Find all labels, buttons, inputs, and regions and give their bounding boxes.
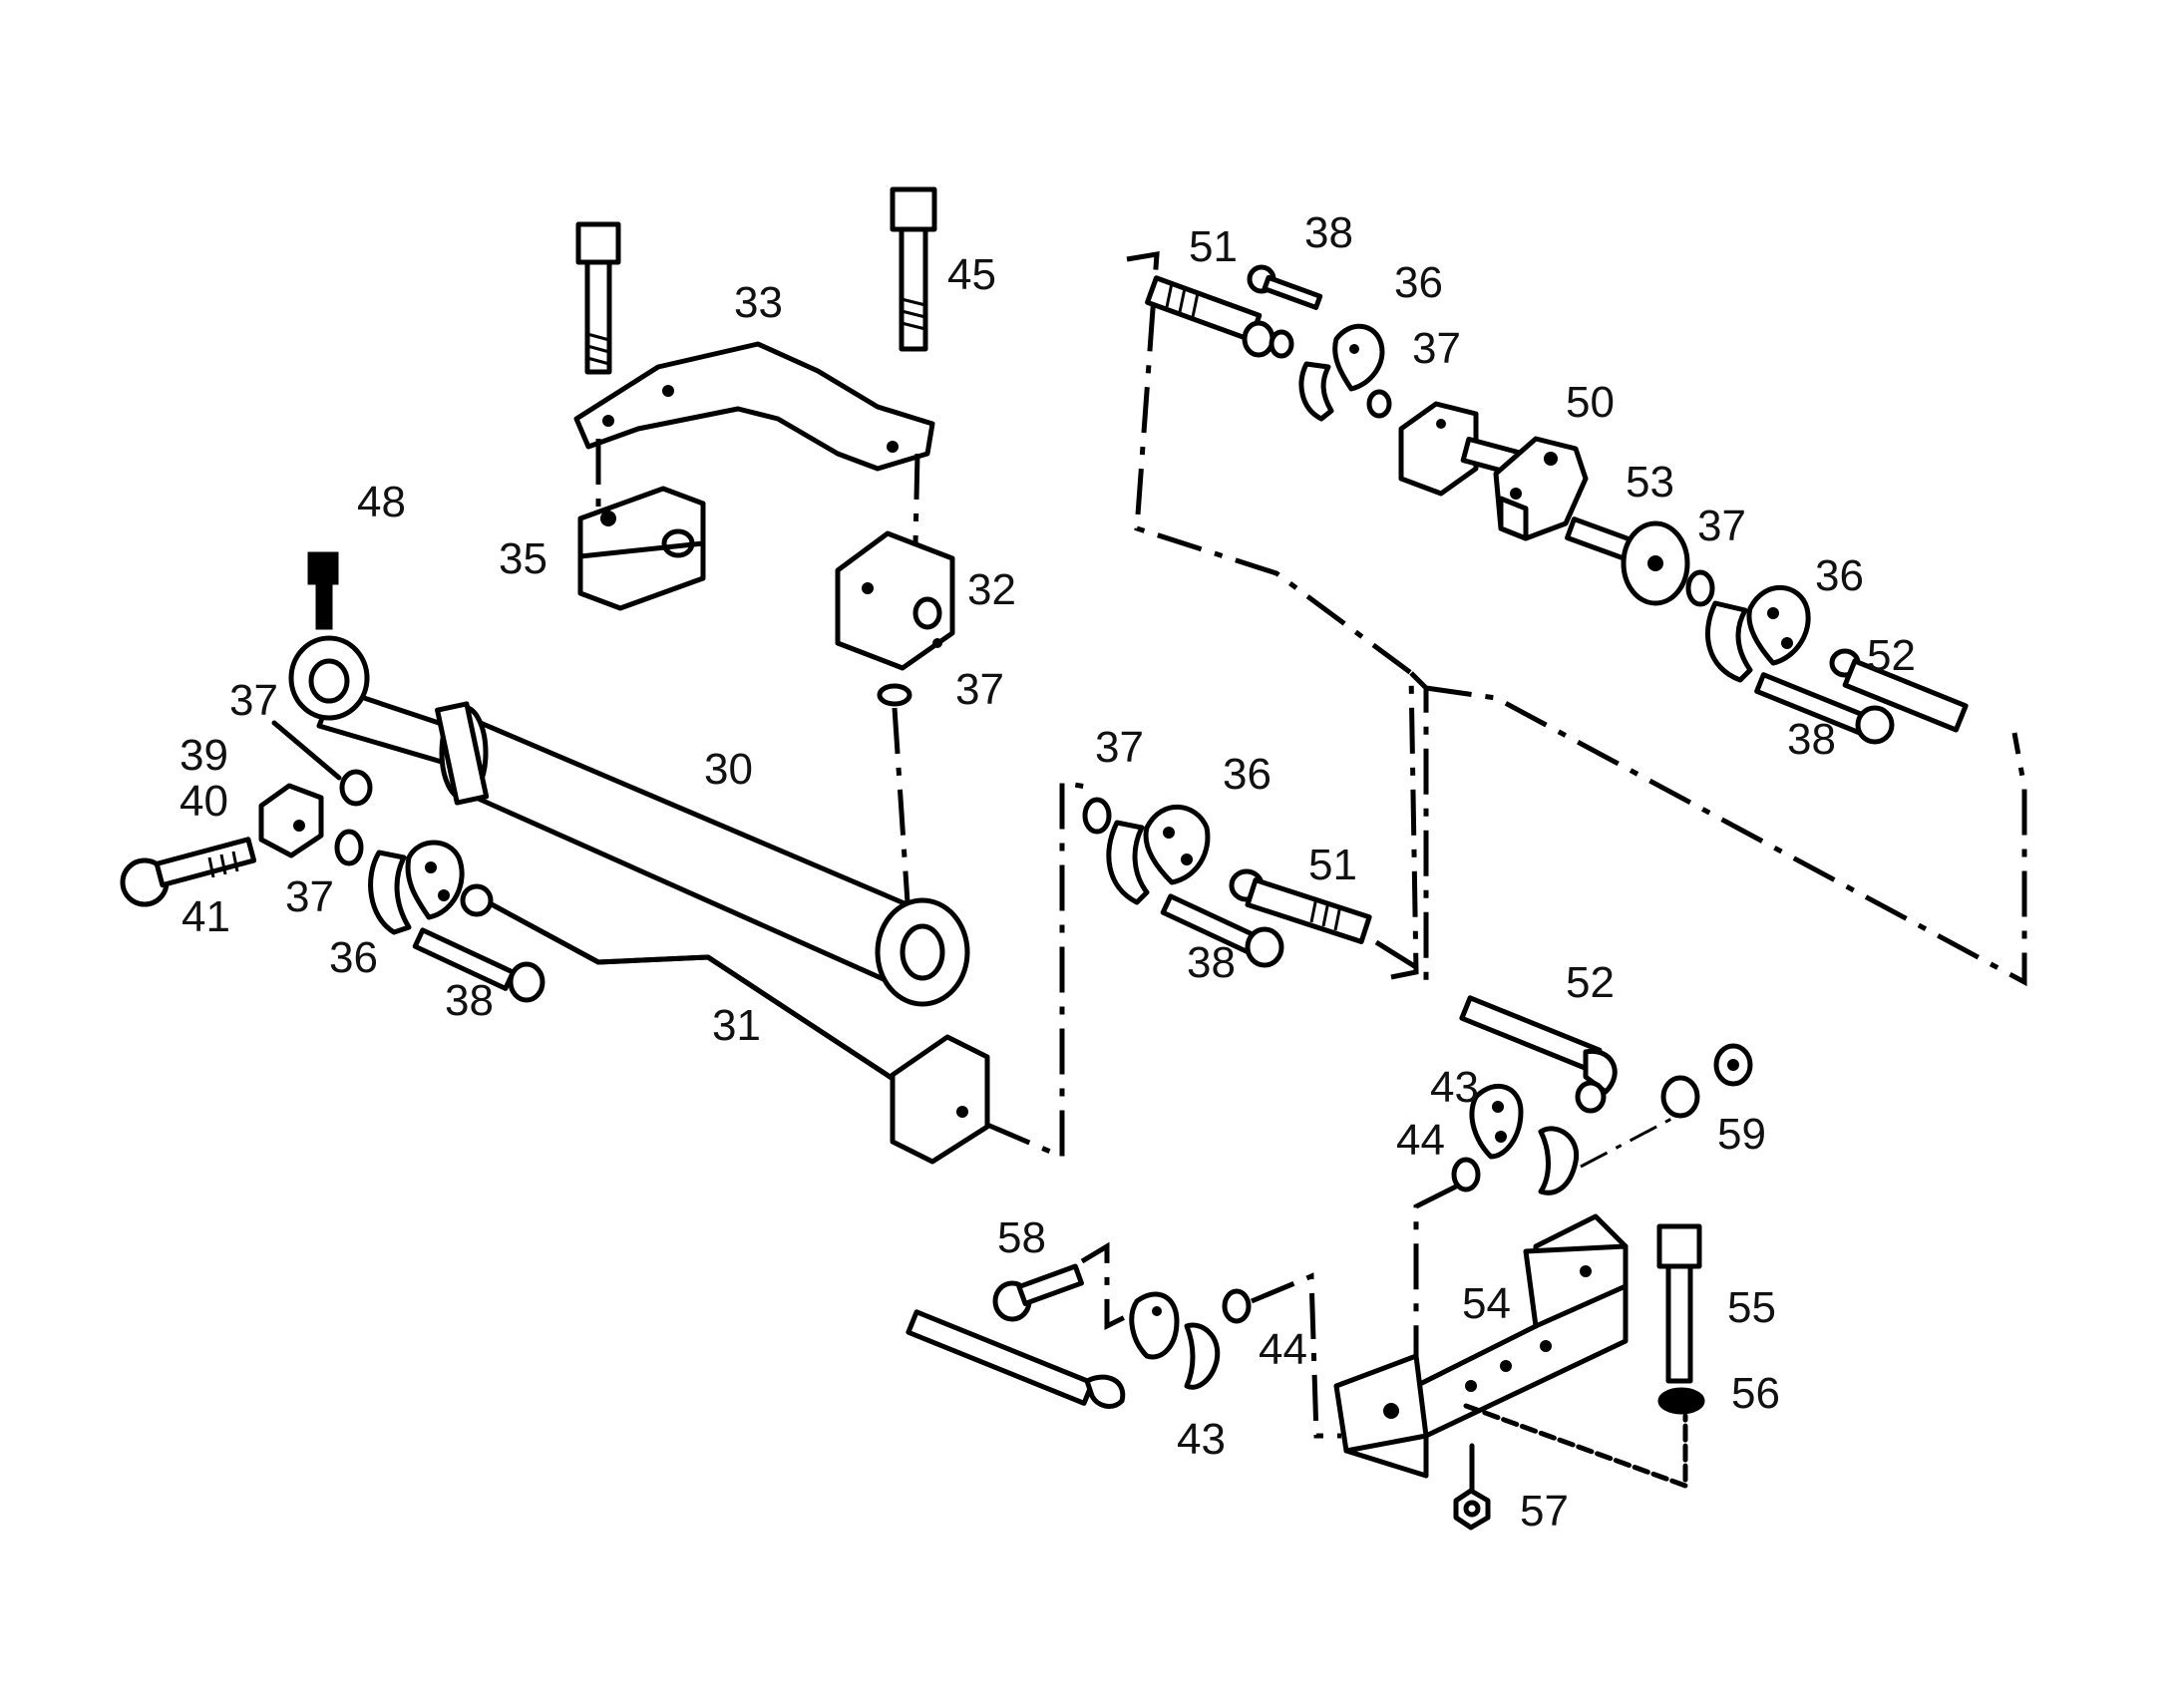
callout-52: 52 (1867, 631, 1916, 680)
o-ring-37-center (877, 683, 912, 707)
flange-36-right (1705, 584, 1811, 683)
hose-52-lower (1459, 995, 1618, 1114)
o-ring-37-left-a (339, 769, 373, 807)
callout-37: 37 (1095, 723, 1144, 772)
callout-44: 44 (1259, 1325, 1307, 1374)
bolt-38-mid (1160, 893, 1284, 968)
flange-36-top (1298, 323, 1385, 422)
callout-44: 44 (1396, 1116, 1445, 1165)
adapter-51-mid (1229, 868, 1372, 944)
callout-36: 36 (1223, 750, 1272, 799)
clamp-32 (835, 530, 955, 671)
grease-nipple (307, 551, 339, 630)
nut-57 (1453, 1488, 1491, 1531)
callout-37: 37 (1412, 324, 1461, 373)
callout-33: 33 (734, 278, 783, 327)
callout-45: 45 (947, 250, 996, 299)
callout-59: 59 (1717, 1110, 1766, 1159)
callout-43: 43 (1430, 1063, 1479, 1112)
callout-52: 52 (1566, 958, 1615, 1007)
flange-43-lower (1129, 1291, 1221, 1390)
callout-31: 31 (712, 1001, 761, 1050)
callout-48: 48 (357, 478, 406, 526)
callout-55: 55 (1727, 1283, 1776, 1332)
flange-36-mid (1106, 804, 1211, 905)
bolt-38-left (412, 927, 545, 1003)
callout-labels: 30 31 32 33 35 36 36 36 36 37 37 37 37 3… (180, 208, 1916, 1536)
hose-block (890, 1034, 990, 1165)
callout-38: 38 (1187, 938, 1236, 987)
callout-37: 37 (955, 665, 1004, 714)
callout-53: 53 (1626, 458, 1674, 507)
bolt-top-left (575, 221, 621, 375)
o-ring-37-right (1685, 569, 1715, 607)
callout-36: 36 (1815, 551, 1864, 600)
bolt-41 (120, 837, 257, 907)
adapter-52-top (1829, 648, 1969, 733)
nuts-59 (1660, 1043, 1753, 1119)
callout-39: 39 (180, 731, 228, 780)
bolt-55 (1656, 1223, 1702, 1384)
hose-lower-left (906, 1309, 1126, 1409)
bracket-33 (573, 341, 935, 472)
callout-56: 56 (1731, 1369, 1780, 1418)
callout-37: 37 (1697, 502, 1746, 550)
o-ring-44-upper (1451, 1157, 1481, 1193)
callout-41: 41 (182, 892, 230, 941)
o-ring-37-left-b (334, 829, 364, 866)
bolt-58 (992, 1263, 1084, 1322)
callout-58: 58 (997, 1213, 1046, 1262)
callout-32: 32 (967, 565, 1016, 614)
bolt-38-top (1247, 264, 1323, 310)
callout-37: 37 (229, 676, 278, 725)
callout-36: 36 (1394, 258, 1443, 307)
o-ring-44-lower (1222, 1288, 1252, 1324)
fitting-39-40 (258, 783, 324, 858)
callout-38: 38 (1787, 715, 1836, 764)
flange-36-left (368, 840, 465, 935)
bracket-54 (1333, 1213, 1629, 1479)
callout-38: 38 (445, 976, 494, 1025)
flange-plate (1398, 401, 1530, 497)
callout-30: 30 (704, 745, 753, 794)
flange-43-upper (1469, 1083, 1580, 1196)
bolt-38-right (1754, 672, 1895, 745)
hydraulic-cylinder (288, 635, 970, 1007)
bolt-45 (890, 186, 937, 352)
callout-36: 36 (329, 933, 378, 982)
clamp-35 (577, 486, 706, 611)
o-ring-37-top (1366, 389, 1392, 419)
callout-51: 51 (1189, 222, 1238, 271)
adapter-51-top (1145, 275, 1294, 359)
callout-57: 57 (1520, 1487, 1569, 1536)
fitting-53 (1565, 516, 1690, 606)
callout-37: 37 (285, 872, 334, 921)
o-ring-37-mid (1082, 797, 1112, 835)
callout-54: 54 (1462, 1279, 1511, 1328)
valve-block-50 (1493, 436, 1589, 541)
callout-50: 50 (1566, 378, 1615, 427)
callout-43: 43 (1177, 1415, 1226, 1464)
washer-56 (1657, 1387, 1705, 1415)
callout-40: 40 (180, 777, 228, 826)
callout-35: 35 (499, 534, 547, 583)
callout-51: 51 (1308, 841, 1357, 889)
callout-38: 38 (1304, 208, 1353, 257)
